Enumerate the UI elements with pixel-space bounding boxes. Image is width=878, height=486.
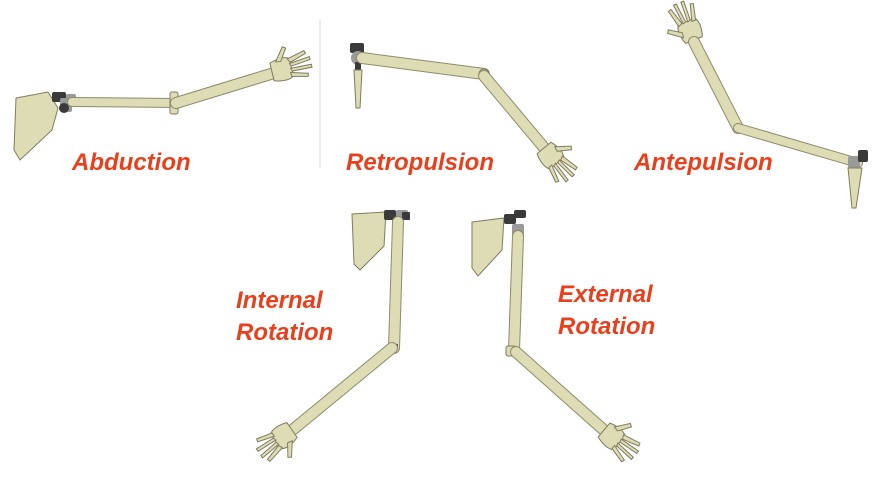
- retropulsion-label: Retropulsion: [346, 148, 494, 178]
- external-rotation-label-line2: Rotation: [558, 312, 655, 342]
- abduction-arm-figure: [14, 41, 314, 160]
- external-rotation-label-line1: External: [558, 280, 653, 310]
- abduction-label: Abduction: [72, 148, 191, 178]
- internal-rotation-label-line2: Rotation: [236, 318, 333, 348]
- antepulsion-label: Antepulsion: [634, 148, 773, 178]
- internal-rotation-label-line1: Internal: [236, 286, 323, 316]
